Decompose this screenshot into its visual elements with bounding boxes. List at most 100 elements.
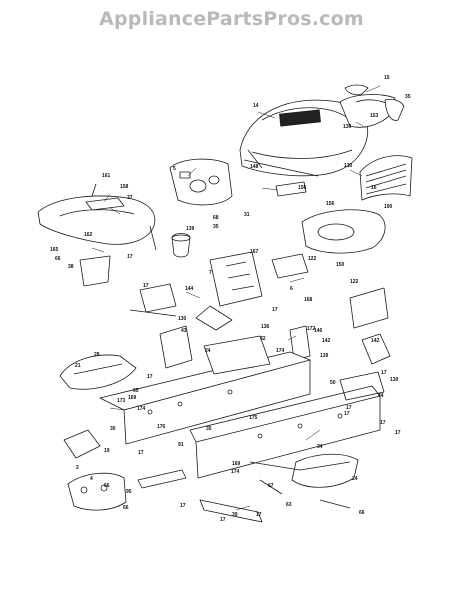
callout-number: 169 [232,461,241,467]
callout-number: 24 [205,348,211,354]
callout-number: 161 [102,173,111,179]
callout-number: 172 [307,326,316,332]
callout-number: 156 [326,201,335,207]
callout-number: 190 [384,204,393,210]
callout-number: 17 [127,254,133,260]
grill-part [339,84,405,128]
callout-number: 17 [272,307,278,313]
front-bracket-part [67,469,187,511]
callout-number: 17 [395,430,401,436]
callout-number: 17 [220,517,226,523]
callout-number: 176 [157,424,166,430]
callout-number: 2 [76,465,79,471]
rear-plate-part [291,371,385,488]
callout-number: 136 [261,324,270,330]
callout-number: 153 [370,113,379,119]
fuel-cap-part [171,233,191,258]
rod-part [199,461,351,523]
callout-number: 5 [173,166,176,172]
callout-number: 21 [75,363,81,369]
callout-number: 146 [314,328,323,334]
callout-number: 63 [286,502,292,508]
callout-number: 130 [344,163,353,169]
hood-part [239,99,368,177]
callout-number: 142 [371,338,380,344]
callout-number: 66 [104,483,110,489]
callout-number: 158 [120,184,129,190]
callout-number: 43 [181,328,187,334]
callout-number: 175 [249,415,258,421]
callout-number: 17 [138,450,144,456]
callout-number: 17 [380,420,386,426]
callout-number: 16 [371,185,377,191]
callout-number: 35 [206,426,212,432]
callout-number: 91 [178,442,184,448]
callout-number: 31 [244,212,250,218]
callout-number: 17 [381,370,387,376]
callout-number: 65 [133,388,139,394]
callout-number: 150 [336,262,345,268]
bracket-part [79,255,177,317]
callout-number: 156 [298,185,307,191]
callout-number: 35 [405,94,411,100]
callout-number: 32 [260,336,266,342]
callout-number: 17 [346,405,352,411]
callout-number: 130 [390,377,399,383]
callout-number: 28 [94,352,100,358]
callout-number: 139 [186,226,195,232]
callout-number: 144 [185,286,194,292]
callout-number: 37 [127,195,133,201]
callout-number: 7 [209,270,212,276]
fender-part [37,183,157,251]
console-bracket-part [195,251,309,331]
callout-number: 4 [90,476,93,482]
callout-number: 50 [330,380,336,386]
callout-number: 174 [276,348,285,354]
callout-number: 38 [68,264,74,270]
pedal-left-part [59,354,137,459]
callout-number: 44 [378,393,384,399]
callout-number: 19 [104,448,110,454]
callout-number: 17 [344,411,350,417]
callout-number: 122 [350,279,359,285]
callout-number: 15 [384,75,390,81]
callout-number: 67 [268,483,274,489]
callout-number: 173 [117,398,126,404]
callout-number: 130 [178,316,187,322]
callout-number: 130 [343,124,352,130]
grill-screen-part [359,155,413,201]
callout-number: 95 [126,489,132,495]
callout-number: 39 [232,512,238,518]
callout-number: 14 [253,103,259,109]
callout-number: 66 [123,505,129,511]
callout-number: 168 [304,297,313,303]
callout-number: 142 [322,338,331,344]
dash-panel-part [169,158,233,206]
callout-number: 122 [308,256,317,262]
callout-number: 66 [359,510,365,516]
callout-number: 17 [256,512,262,518]
callout-number: 34 [317,444,323,450]
callout-number: 6 [290,286,293,292]
callout-number: 17 [180,503,186,509]
callout-number: 174 [231,469,240,475]
watermark-text: AppliancePartsPros.com [99,8,364,30]
callout-number: 174 [137,406,146,412]
callout-number: 17 [147,374,153,380]
callout-number: 148 [250,164,259,170]
center-plate-part [159,325,271,375]
callout-number: 35 [213,224,219,230]
callout-number: 17 [143,283,149,289]
callout-number: 167 [250,249,259,255]
callout-number: 162 [84,232,93,238]
callout-number: 30 [110,426,116,432]
callout-number: 169 [128,395,137,401]
callout-number: 139 [320,353,329,359]
leader-lines [91,85,381,511]
side-shield-part [289,287,391,365]
lower-dash-part [275,181,386,254]
callout-number: 165 [50,247,59,253]
callout-number: 24 [352,476,358,482]
callout-number: 66 [55,256,61,262]
